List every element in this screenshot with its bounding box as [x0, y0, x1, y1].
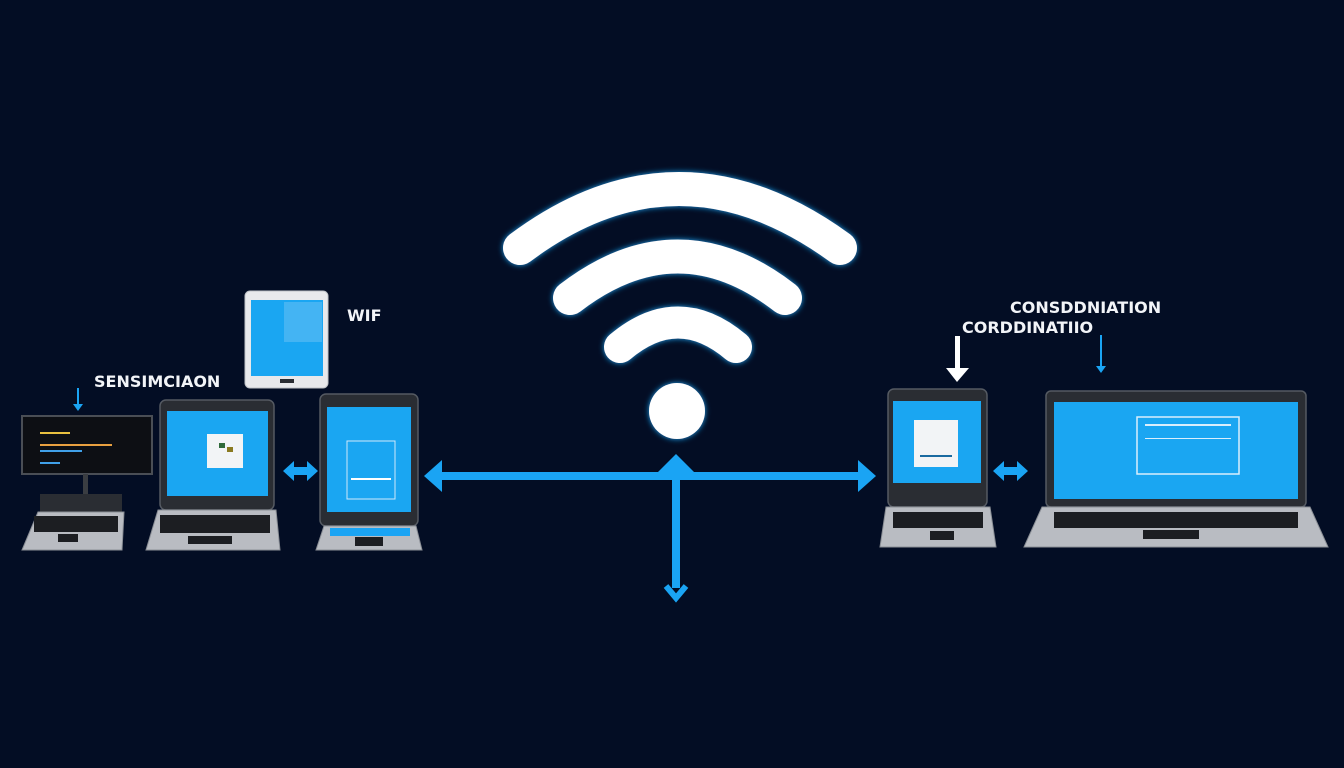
- wifi-arc-middle: [553, 239, 802, 315]
- horizontal-link: [436, 472, 864, 480]
- wifi-arc-inner: [604, 306, 752, 363]
- device-laptop-large: [1023, 390, 1329, 548]
- label-wifi: WIF: [347, 306, 382, 325]
- device-laptop-2: [879, 388, 997, 548]
- label-sync: SENSIMCIAON: [94, 372, 220, 391]
- device-tablet: [244, 290, 329, 389]
- wifi-dot: [649, 383, 705, 439]
- double-arrow-icon: [993, 461, 1028, 481]
- arrow-right-icon: [858, 460, 876, 492]
- chevron-down-icon: [663, 584, 689, 603]
- down-arrow-icon: [1096, 335, 1106, 373]
- vertical-link: [672, 470, 680, 588]
- label-coordination-bottom: CORDDINATIIO: [962, 318, 1093, 337]
- down-arrow-icon: [73, 388, 83, 411]
- double-arrow-icon: [283, 461, 318, 481]
- wifi-arc-outer: [503, 172, 857, 265]
- wifi-icon: [503, 172, 857, 439]
- device-tablet-laptop: [315, 393, 423, 551]
- arrow-left-icon: [424, 460, 442, 492]
- connection-arrows: [283, 454, 1028, 603]
- arrow-up-icon: [658, 454, 694, 472]
- device-laptop-1: [145, 399, 281, 551]
- device-desktop-terminal: [21, 415, 153, 551]
- down-arrow-icon: [946, 336, 969, 382]
- label-coordination-top: CONSDDNIATION: [1010, 298, 1161, 317]
